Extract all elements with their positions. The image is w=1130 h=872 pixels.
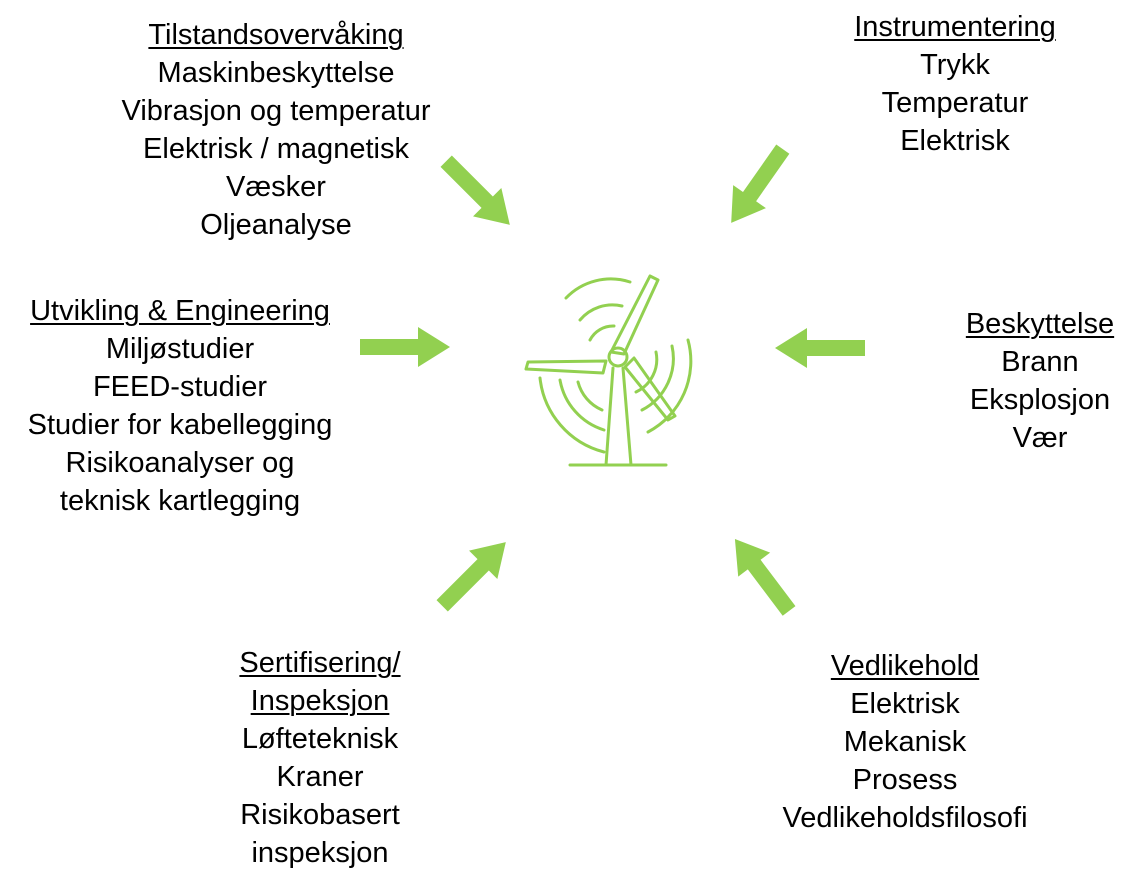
group-sertifisering-inspeksjon: Sertifisering/ Inspeksjon Løfteteknisk K… (190, 644, 450, 872)
group-item: FEED-studier (92, 371, 268, 403)
group-item: Studier for kabellegging (27, 409, 333, 441)
group-beskyttelse: Beskyttelse Brann Eksplosjon Vær (930, 305, 1130, 457)
group-item: Risikobasert (240, 799, 400, 831)
group-item: inspeksjon (251, 837, 389, 869)
group-vedlikehold: Vedlikehold Elektrisk Mekanisk Prosess V… (740, 647, 1070, 837)
group-utvikling-engineering: Utvikling & Engineering Miljøstudier FEE… (0, 292, 360, 520)
group-item: Mekanisk (843, 726, 967, 758)
group-item: Elektrisk (900, 125, 1010, 157)
group-heading: Instrumentering (854, 11, 1056, 43)
group-heading: Inspeksjon (250, 685, 390, 717)
group-item: Elektrisk / magnetisk (143, 133, 409, 165)
group-item: Maskinbeskyttelse (157, 57, 395, 89)
group-heading: Beskyttelse (965, 308, 1115, 340)
group-item: Risikoanalyser og (65, 447, 295, 479)
group-item: Eksplosjon (969, 384, 1111, 416)
group-heading: Utvikling & Engineering (30, 295, 330, 327)
group-item: Temperatur (881, 87, 1029, 119)
group-heading: Sertifisering/ (239, 647, 401, 679)
group-item: Løfteteknisk (241, 723, 399, 755)
group-item: Vedlikeholdsfilosofi (782, 802, 1028, 834)
group-item: Elektrisk (850, 688, 960, 720)
group-item: Vær (1012, 422, 1068, 454)
group-heading: Tilstandsovervåking (148, 19, 404, 51)
arrow-icon (775, 328, 865, 368)
group-tilstandsovervaking: Tilstandsovervåking Maskinbeskyttelse Vi… (76, 16, 476, 244)
arrow-icon (360, 327, 450, 367)
group-item: Trykk (920, 49, 990, 81)
group-heading: Vedlikehold (830, 650, 980, 682)
group-item: Oljeanalyse (200, 209, 352, 241)
group-item: Væsker (226, 171, 326, 203)
group-item: Prosess (852, 764, 958, 796)
group-item: Kraner (276, 761, 364, 793)
group-item: Brann (1001, 346, 1079, 378)
group-item: Miljøstudier (105, 333, 255, 365)
arrow-icon (718, 527, 806, 623)
group-item: Vibrasjon og temperatur (121, 95, 431, 127)
wind-turbine-icon (524, 274, 693, 467)
arrow-icon (432, 147, 524, 239)
arrow-icon (428, 528, 520, 620)
arrow-icon (714, 137, 800, 235)
group-instrumentering: Instrumentering Trykk Temperatur Elektri… (805, 8, 1105, 160)
group-item: teknisk kartlegging (59, 485, 301, 517)
